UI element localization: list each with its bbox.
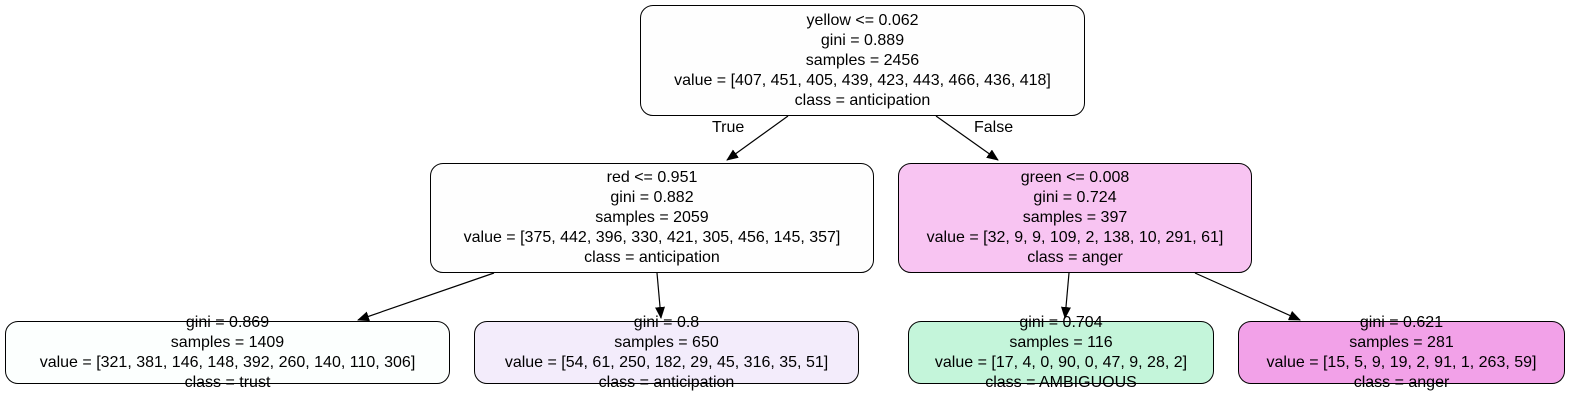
node-gini: gini = 0.621 <box>1359 313 1444 331</box>
node-value: value = [32, 9, 9, 109, 2, 138, 10, 291,… <box>926 229 1224 246</box>
node-samples: samples = 397 <box>1022 209 1128 226</box>
node-split: red <= 0.951 <box>606 169 698 186</box>
node-value: value = [17, 4, 0, 90, 0, 47, 9, 28, 2] <box>934 353 1188 371</box>
node-class: class = anticipation <box>584 249 720 266</box>
node-gini: gini = 0.869 <box>185 313 270 331</box>
edge-label-true: True <box>712 119 745 136</box>
node-class: class = anger <box>1027 249 1123 266</box>
node-samples: samples = 650 <box>614 333 719 351</box>
tree-leaf-rr: gini = 0.621 samples = 281 value = [15, … <box>1238 314 1565 391</box>
tree-node-left: red <= 0.951 gini = 0.882 samples = 2059… <box>430 163 874 273</box>
node-class: class = AMBIGUOUS <box>985 373 1137 391</box>
tree-node-right: green <= 0.008 gini = 0.724 samples = 39… <box>898 163 1252 273</box>
node-samples: samples = 2059 <box>595 209 709 226</box>
edge-root-left <box>726 115 789 161</box>
node-gini: gini = 0.889 <box>820 31 905 49</box>
tree-leaf-ll: gini = 0.869 samples = 1409 value = [321… <box>5 314 450 391</box>
node-value: value = [54, 61, 250, 182, 29, 45, 316, … <box>504 353 829 371</box>
tree-leaf-rl: gini = 0.704 samples = 116 value = [17, … <box>908 314 1214 391</box>
node-samples: samples = 281 <box>1349 333 1454 351</box>
node-class: class = anticipation <box>794 91 931 109</box>
edge-left-ll <box>357 272 495 322</box>
node-value: value = [15, 5, 9, 19, 2, 91, 1, 263, 59… <box>1266 353 1537 371</box>
node-value: value = [321, 381, 146, 148, 392, 260, 1… <box>39 353 416 371</box>
edge-left-lr <box>655 272 666 319</box>
node-gini: gini = 0.704 <box>1019 313 1103 331</box>
edge-label-false: False <box>974 119 1014 136</box>
edge-root-right <box>935 115 999 161</box>
node-samples: samples = 2456 <box>805 51 920 69</box>
node-split: yellow <= 0.062 <box>806 11 919 29</box>
node-samples: samples = 116 <box>1009 333 1113 351</box>
node-gini: gini = 0.724 <box>1033 189 1117 206</box>
node-class: class = anticipation <box>598 373 735 391</box>
node-gini: gini = 0.882 <box>610 189 694 206</box>
node-value: value = [375, 442, 396, 330, 421, 305, 4… <box>463 229 841 246</box>
node-class: class = trust <box>184 373 271 391</box>
node-gini: gini = 0.8 <box>633 313 700 331</box>
node-samples: samples = 1409 <box>170 333 285 351</box>
tree-node-root: yellow <= 0.062 gini = 0.889 samples = 2… <box>640 5 1085 116</box>
tree-leaf-lr: gini = 0.8 samples = 650 value = [54, 61… <box>474 314 859 391</box>
node-value: value = [407, 451, 405, 439, 423, 443, 4… <box>674 71 1051 89</box>
node-class: class = anger <box>1353 373 1450 391</box>
edge-right-rl <box>1060 272 1071 319</box>
node-split: green <= 0.008 <box>1020 169 1130 186</box>
edge-right-rr <box>1194 272 1301 321</box>
